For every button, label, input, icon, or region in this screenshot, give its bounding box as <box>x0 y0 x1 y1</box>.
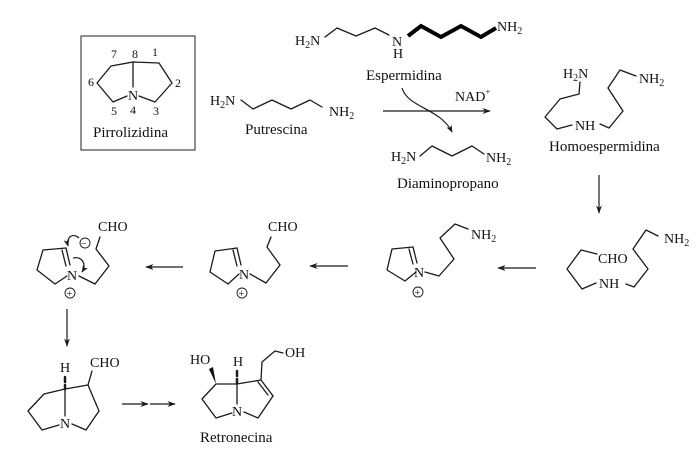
mannich-cho: CHO <box>98 220 128 235</box>
positive-charge-icon <box>64 287 76 299</box>
putrescine-chain <box>240 99 323 110</box>
spermidine-structure: H2N N H NH2 Espermidina <box>295 20 522 84</box>
diaminopropane-chain <box>419 145 485 157</box>
aminoaldehyde-left-chain <box>566 249 598 290</box>
diaminopropane-label: Diaminopropano <box>397 176 499 192</box>
mannich-double-1 <box>65 247 71 266</box>
iminium-amine-nh2: NH2 <box>471 228 496 245</box>
atom-number-4: 4 <box>130 103 136 117</box>
putrescine-structure: H2N NH2 Putrescina <box>210 94 354 138</box>
homospermidine-nh: NH <box>575 119 595 134</box>
iminium-amine-n: N <box>414 266 424 281</box>
pa-left-ring <box>27 388 66 431</box>
retronecine-h: H <box>233 355 243 370</box>
iminium-aldehyde-double-1 <box>236 247 242 266</box>
atom-number-2: 2 <box>175 76 181 90</box>
iminium-amine-double-1 <box>412 246 418 264</box>
putrescine-h2n: H2N <box>210 94 235 111</box>
retronecine-left-ring <box>201 383 238 419</box>
retronecine-label: Retronecina <box>200 430 273 446</box>
curved-side-arrow <box>401 87 453 133</box>
spermidine-propyl-chain <box>324 27 390 38</box>
iminium-amine-ring <box>386 246 417 282</box>
homospermidine-left-chain <box>544 81 581 130</box>
electron-push-arrow-2 <box>72 257 88 273</box>
atom-number-3: 3 <box>153 104 159 118</box>
retronecine-n: N <box>232 405 242 420</box>
iminium-amine-chain <box>424 223 469 277</box>
pyrrolizidine-aldehyde-structure: H N CHO <box>27 356 120 432</box>
mannich-double-2 <box>61 249 67 267</box>
putrescine-label: Putrescina <box>245 122 308 138</box>
homospermidine-nh2: NH2 <box>639 72 664 89</box>
iminium-aldehyde-ring <box>209 247 240 285</box>
pa-cho: CHO <box>90 356 120 371</box>
retronecine-ch2oh-bond <box>260 350 284 381</box>
aminoaldehyde-structure: CHO NH NH2 <box>566 229 689 292</box>
mannich-chain <box>78 236 110 285</box>
electron-push-arrow-1 <box>63 234 80 247</box>
pa-h: H <box>60 361 70 376</box>
retronecine-right-ring <box>236 379 274 419</box>
atom-number-8: 8 <box>132 47 138 61</box>
iminium-aldehyde-chain <box>249 236 281 284</box>
iminium-aldehyde-structure: N CHO + <box>209 220 298 300</box>
homospermidine-label: Homoespermidina <box>549 139 660 155</box>
negative-charge-icon <box>79 237 91 249</box>
retronecine-structure: HO H N OH Retronecina <box>190 346 305 446</box>
aminoaldehyde-right-chain <box>625 229 659 288</box>
mannich-pos-charge: + <box>67 289 73 300</box>
spermidine-butyl-chain-bold <box>406 23 498 40</box>
spermidine-h2n: H2N <box>295 34 320 51</box>
iminium-aldehyde-cho: CHO <box>268 220 298 235</box>
mannich-n: N <box>67 269 77 284</box>
pa-cho-bond <box>87 370 93 386</box>
homospermidine-structure: H2N NH NH2 Homoespermidina <box>544 67 664 155</box>
spermidine-label: Espermidina <box>366 68 442 84</box>
putrescine-nh2: NH2 <box>329 105 354 122</box>
homospermidine-h2n: H2N <box>563 67 588 84</box>
iminium-aldehyde-charge: + <box>239 289 245 300</box>
iminium-amine-structure: N NH2 + <box>386 223 496 299</box>
iminium-aldehyde-n: N <box>239 268 249 283</box>
left-ring-bonds <box>96 61 134 103</box>
reference-box <box>80 35 196 151</box>
aminoaldehyde-nh2: NH2 <box>664 232 689 249</box>
aminoaldehyde-cho: CHO <box>598 252 628 267</box>
iminium-aldehyde-double-2 <box>232 249 238 267</box>
iminium-amine-charge: + <box>415 288 421 299</box>
retronecine-oh: OH <box>285 346 305 361</box>
nad-cofactor: NAD+ <box>455 87 490 105</box>
pa-right-ring <box>64 384 100 431</box>
homospermidine-right-chain <box>599 69 637 129</box>
iminium-amine-double-2 <box>408 248 414 265</box>
pa-n: N <box>60 417 70 432</box>
homospermidine-synthase-step: NAD+ <box>383 87 491 133</box>
mannich-neg-charge: − <box>81 239 87 250</box>
diaminopropane-nh2: NH2 <box>486 151 511 168</box>
aminoaldehyde-nh: NH <box>599 277 619 292</box>
atom-number-7: 7 <box>111 47 117 61</box>
atom-n: N <box>128 89 138 104</box>
positive-charge-icon <box>412 286 424 298</box>
atom-number-1: 1 <box>152 45 158 59</box>
right-ring-bonds <box>132 61 173 103</box>
pyrrolizidine-reference: N 7 8 1 2 3 4 5 6 Pirrolizidina <box>80 35 196 151</box>
spermidine-n: N <box>392 35 402 50</box>
retronecine-ho: HO <box>190 353 210 368</box>
diaminopropane-structure: H2N NH2 Diaminopropano <box>391 145 511 192</box>
pyrrolizidine-label: Pirrolizidina <box>93 125 168 141</box>
positive-charge-icon <box>236 287 248 299</box>
mannich-intermediate-structure: N CHO − + <box>36 220 128 300</box>
mannich-ring <box>36 247 68 285</box>
diaminopropane-h2n: H2N <box>391 150 416 167</box>
atom-number-5: 5 <box>111 104 117 118</box>
atom-number-6: 6 <box>88 75 94 89</box>
retronecine-double-bond <box>257 381 269 396</box>
spermidine-nh-h: H <box>393 47 403 62</box>
spermidine-nh2: NH2 <box>497 20 522 37</box>
retronecine-wedge-bond <box>209 367 216 384</box>
